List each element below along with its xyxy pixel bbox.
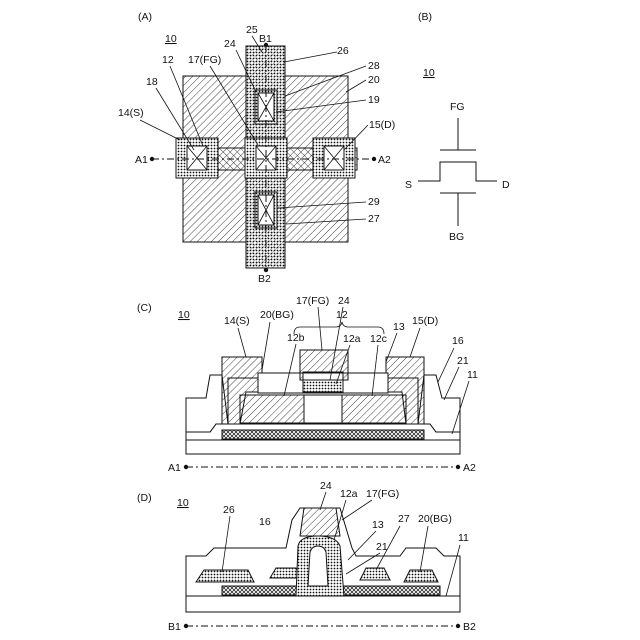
d-b2-point: [456, 624, 460, 628]
label-d-17: 17(FG): [366, 488, 399, 500]
label-fg: FG: [450, 101, 465, 113]
panel-c-ref: 10: [178, 309, 190, 321]
label-c-15: 15(D): [412, 315, 438, 327]
a2-point: [372, 157, 376, 161]
panel-b-ref: 10: [423, 67, 435, 79]
label-14: 14(S): [118, 107, 144, 119]
d-wiring-20: [404, 570, 438, 582]
substrate: [186, 440, 460, 454]
contact-hole-source: [187, 146, 207, 170]
panel-d-ref: 10: [177, 497, 189, 509]
label-c-17: 17(FG): [296, 295, 329, 307]
label-c-16: 16: [452, 335, 464, 347]
label-24: 24: [224, 38, 236, 50]
semiconductor-12a: [304, 395, 342, 423]
label-c-21: 21: [457, 355, 469, 367]
panel-c-title: (C): [137, 302, 152, 314]
a1-point: [150, 157, 154, 161]
label-d-13: 13: [372, 519, 384, 531]
label-a2: A2: [378, 154, 391, 166]
label-d-20: 20(BG): [418, 513, 452, 525]
panel-b: (B) 10 FG BG S D: [405, 11, 510, 243]
label-d-16: 16: [259, 516, 271, 528]
label-c-13: 13: [393, 321, 405, 333]
d-b1-point: [184, 624, 188, 628]
panel-b-title: (B): [418, 11, 432, 23]
label-15: 15(D): [369, 119, 395, 131]
label-c-12b: 12b: [287, 332, 305, 344]
panel-d-title: (D): [137, 492, 152, 504]
label-d-26: 26: [223, 504, 235, 516]
channel-path: [418, 162, 497, 181]
label-18: 18: [146, 76, 158, 88]
d-semiconductor-12a: [308, 546, 328, 586]
panel-a-title: (A): [138, 11, 152, 23]
label-c-14: 14(S): [224, 315, 250, 327]
label-b2: B2: [258, 273, 271, 285]
semiconductor-12c: [342, 395, 406, 423]
label-bg: BG: [449, 231, 464, 243]
label-d-12a: 12a: [340, 488, 358, 500]
back-gate-electrode: [222, 430, 424, 439]
label-d-27: 27: [398, 513, 410, 525]
panel-c: (C) 10 A1 A2 17(FG) 24 14(S) 20(BG): [137, 295, 478, 474]
b2-point: [264, 268, 268, 272]
label-c-11: 11: [467, 369, 478, 381]
label-17: 17(FG): [188, 54, 221, 66]
label-12: 12: [162, 54, 174, 66]
label-d-b2: B2: [463, 621, 476, 633]
label-s: S: [405, 179, 412, 191]
panel-a-ref: 10: [165, 33, 177, 45]
panel-a: (A) 10: [118, 11, 395, 285]
label-d: D: [502, 179, 510, 191]
panel-d: (D) 10 B1 B2 24 12a 17(FG) 26 16 13 21 2…: [137, 480, 476, 633]
label-25: 25: [246, 24, 258, 36]
c-a2-point: [456, 465, 460, 469]
contact-hole-drain: [324, 146, 344, 170]
label-27: 27: [368, 213, 380, 225]
c-a1-point: [184, 465, 188, 469]
label-c-a2: A2: [463, 462, 476, 474]
semiconductor-12b: [240, 395, 304, 423]
label-d-11: 11: [458, 532, 469, 544]
label-c-12c: 12c: [370, 333, 387, 345]
label-20: 20: [368, 74, 380, 86]
d-wiring-26: [196, 570, 254, 582]
label-b1: B1: [259, 33, 272, 45]
label-c-a1: A1: [168, 462, 181, 474]
d-substrate: [186, 596, 460, 612]
label-a1: A1: [135, 154, 148, 166]
label-19: 19: [368, 94, 380, 106]
label-d-24: 24: [320, 480, 332, 492]
label-c-20: 20(BG): [260, 309, 294, 321]
label-c-24: 24: [338, 295, 350, 307]
label-26: 26: [337, 45, 349, 57]
label-d-b1: B1: [168, 621, 181, 633]
label-29: 29: [368, 196, 380, 208]
label-28: 28: [368, 60, 380, 72]
label-c-12a: 12a: [343, 333, 361, 345]
transistor-symbol: [418, 118, 497, 226]
d-layer-24: [300, 508, 340, 536]
